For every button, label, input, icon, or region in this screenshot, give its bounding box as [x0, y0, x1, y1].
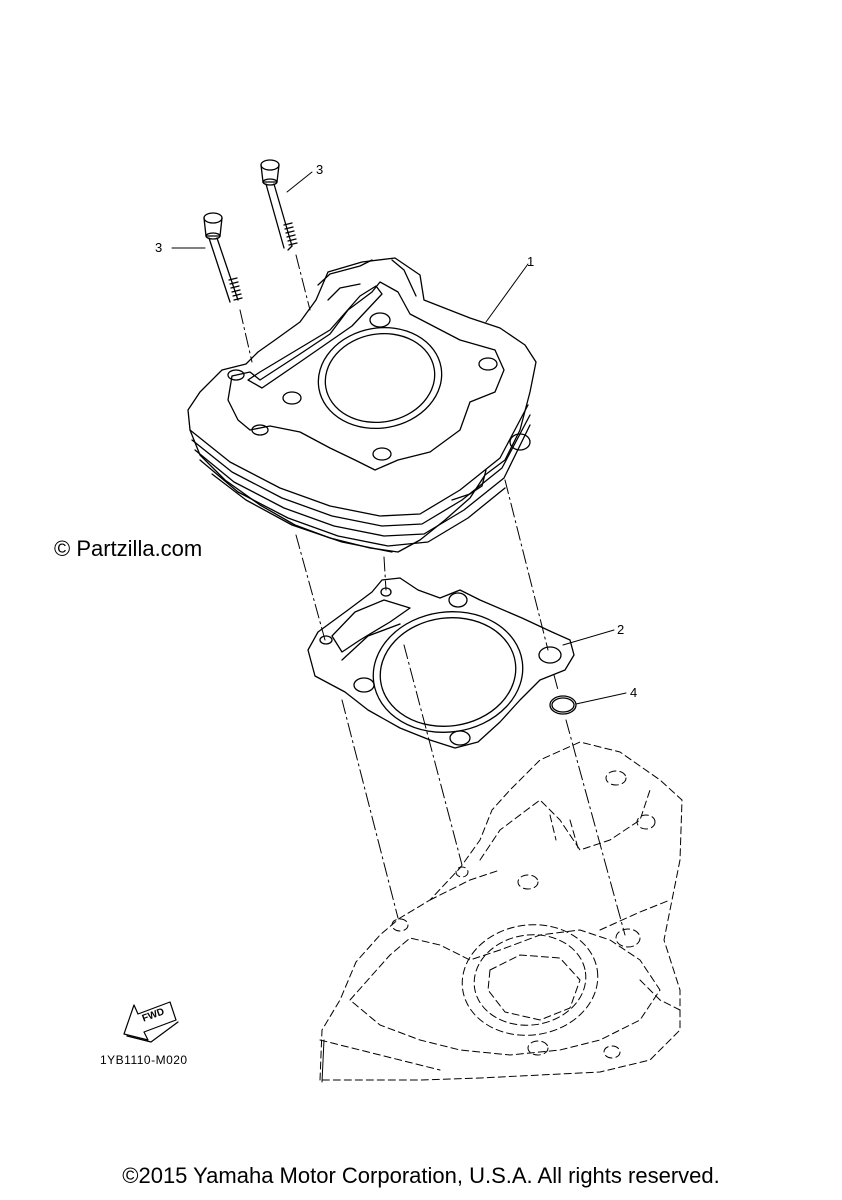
copyright-notice: ©2015 Yamaha Motor Corporation, U.S.A. A… [122, 1163, 720, 1188]
gasket [307, 577, 575, 749]
callout-3-lower: 3 [155, 240, 163, 255]
crankcase [319, 741, 683, 1081]
o-ring [549, 695, 577, 715]
partzilla-watermark: © Partzilla.com [54, 536, 203, 561]
callout-2: 2 [617, 622, 625, 637]
bolt-left [203, 212, 243, 303]
diagram-code: 1YB1110-M020 [100, 1053, 188, 1067]
bolt-right [260, 159, 298, 251]
callout-4: 4 [630, 685, 638, 700]
fwd-arrow-icon [123, 1001, 179, 1043]
callout-3-upper: 3 [316, 162, 324, 177]
cylinder [187, 257, 537, 553]
callout-1: 1 [527, 254, 535, 269]
